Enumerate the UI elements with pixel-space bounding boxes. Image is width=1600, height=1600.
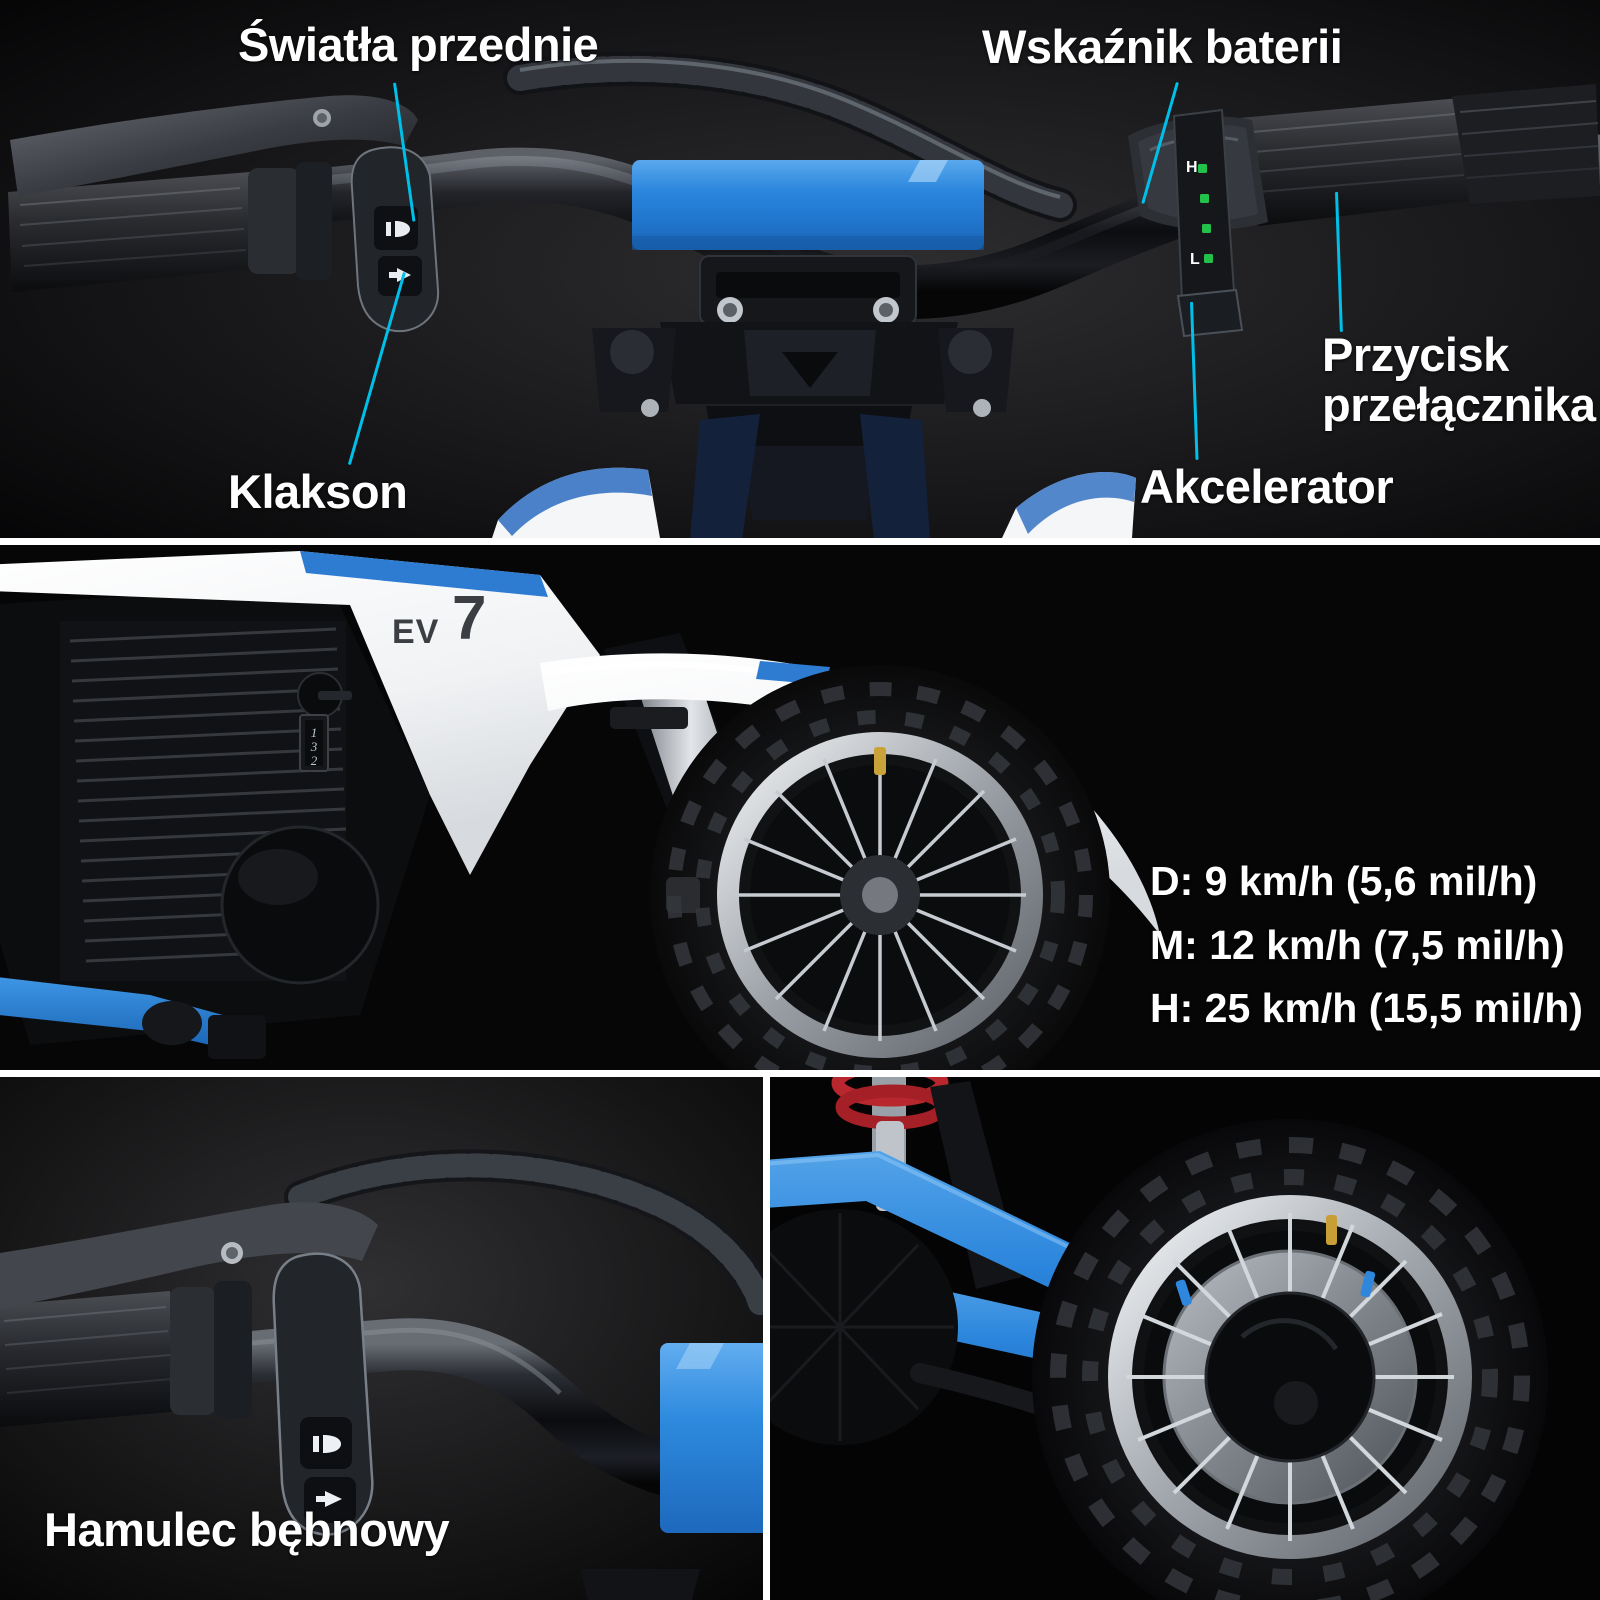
svg-text:H: H: [1186, 159, 1198, 176]
speed-mode-list: D: 9 km/h (5,6 mil/h) M: 12 km/h (7,5 mi…: [1150, 850, 1583, 1041]
rear-wheel-illustration: [770, 1077, 1600, 1600]
handlebar-illustration: H L: [0, 0, 1600, 538]
speed-mode-d: D: 9 km/h (5,6 mil/h): [1150, 858, 1538, 904]
panel-handlebar-controls: H L: [0, 0, 1600, 538]
label-drum-brake: Hamulec bębnowy: [44, 1503, 450, 1556]
speed-mode-h: H: 25 km/h (15,5 mil/h): [1150, 985, 1583, 1032]
svg-text:2: 2: [311, 753, 318, 768]
svg-text:3: 3: [310, 739, 318, 754]
svg-text:1: 1: [311, 725, 318, 740]
brake-lever-illustration: [0, 1077, 763, 1600]
panel-rear-wheel: [770, 1077, 1600, 1600]
speed-mode-m: M: 12 km/h (7,5 mil/h): [1150, 921, 1565, 968]
svg-text:L: L: [1190, 251, 1200, 268]
bike-front-illustration: 1 3 2 EV 7: [0, 545, 1600, 1070]
svg-text:7: 7: [452, 584, 486, 653]
panel-speed-modes: 1 3 2 EV 7: [0, 545, 1600, 1070]
panel-drum-brake-handlebar: Hamulec bębnowy: [0, 1077, 763, 1600]
callout-label-horn: Klakson: [228, 465, 408, 518]
svg-text:EV: EV: [392, 613, 439, 651]
callout-label-accelerator: Akcelerator: [1140, 460, 1394, 513]
callout-label-switch-button: Przycisk przełącznika: [1322, 328, 1596, 431]
callout-label-lights: Światła przednie: [238, 18, 599, 71]
callout-label-battery: Wskaźnik baterii: [982, 20, 1343, 73]
